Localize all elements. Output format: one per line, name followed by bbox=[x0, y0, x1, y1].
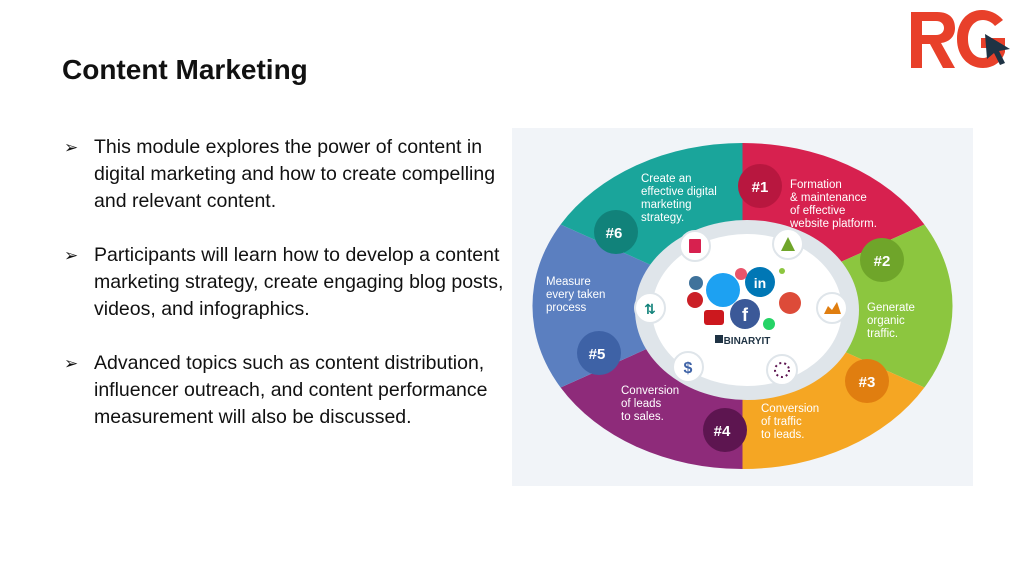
instagram-icon bbox=[689, 276, 703, 290]
step-6-number: #6 bbox=[606, 225, 623, 242]
whatsapp-icon bbox=[763, 318, 775, 330]
linkedin-icon bbox=[745, 267, 775, 297]
rg-logo bbox=[907, 6, 1013, 72]
arrow-bullet-icon: ➢ bbox=[64, 246, 79, 265]
bullet-item: ➢ Advanced topics such as content distri… bbox=[62, 350, 507, 431]
center-brand: BINARYIT bbox=[724, 336, 771, 347]
step-4-number: #4 bbox=[714, 423, 731, 440]
slide-title: Content Marketing bbox=[62, 54, 308, 85]
content-marketing-wheel-image: $ ⇅ in f BINARYIT #1 #2 #3 #4 #5 #6 Crea… bbox=[512, 128, 973, 486]
chart-icon bbox=[824, 302, 841, 314]
step-3-number: #3 bbox=[859, 374, 876, 391]
step-6-text: Measure every taken process bbox=[546, 276, 609, 314]
bullet-text: This module explores the power of conten… bbox=[94, 136, 496, 212]
step-1-number: #1 bbox=[752, 179, 769, 196]
svg-text:in: in bbox=[754, 275, 766, 291]
measure-icon: ⇅ bbox=[644, 301, 656, 317]
step-5-text: Conversion of leads to sales. bbox=[621, 385, 682, 423]
road-icon bbox=[781, 237, 795, 251]
twitter-icon bbox=[706, 273, 740, 307]
step-5-number: #5 bbox=[589, 346, 606, 363]
svg-text:f: f bbox=[742, 305, 749, 325]
facebook-icon bbox=[730, 299, 760, 329]
spinner-icon bbox=[774, 362, 790, 378]
bullet-list: ➢ This module explores the power of cont… bbox=[62, 134, 507, 458]
pinterest-small-icon bbox=[735, 268, 747, 280]
step-2-number: #2 bbox=[874, 253, 891, 270]
google-plus-icon bbox=[779, 292, 801, 314]
step-2-text: Formation & maintenance of effective web… bbox=[789, 179, 877, 230]
clipboard-icon bbox=[689, 239, 701, 253]
step-3-text: Generate organic traffic. bbox=[867, 302, 918, 340]
bullet-item: ➢ This module explores the power of cont… bbox=[62, 134, 507, 215]
bullet-item: ➢ Participants will learn how to develop… bbox=[62, 242, 507, 323]
youtube-icon bbox=[704, 310, 724, 325]
pinterest-icon bbox=[687, 292, 703, 308]
dot-icon bbox=[779, 268, 785, 274]
step-4-text: Conversion of traffic to leads. bbox=[761, 403, 822, 441]
arrow-bullet-icon: ➢ bbox=[64, 138, 79, 157]
step-1-text: Create an effective digital marketing st… bbox=[641, 173, 720, 224]
dollar-icon: $ bbox=[684, 360, 693, 377]
bullet-text: Advanced topics such as content distribu… bbox=[94, 352, 488, 428]
arrow-bullet-icon: ➢ bbox=[64, 354, 79, 373]
bullet-text: Participants will learn how to develop a… bbox=[94, 244, 504, 320]
